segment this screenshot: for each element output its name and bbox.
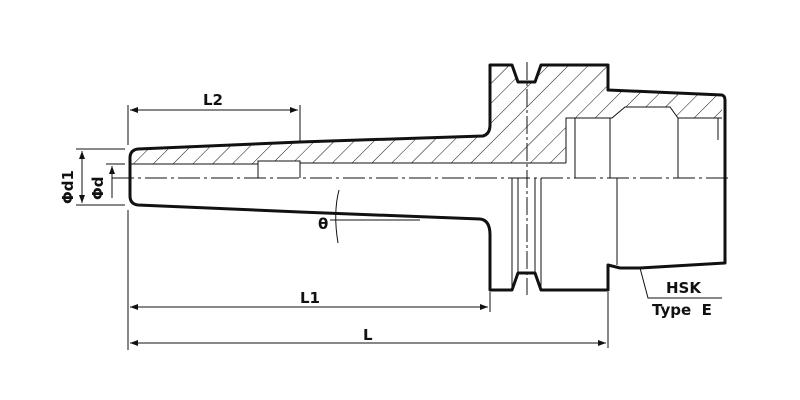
callout-leader <box>639 267 722 299</box>
label-L: L <box>363 326 373 344</box>
callout-type: Type E <box>652 301 712 319</box>
label-phi-d: Φd <box>89 177 107 201</box>
callout-hsk: HSK <box>666 279 702 297</box>
dim-theta-arc <box>335 189 340 244</box>
label-L1: L1 <box>300 289 320 307</box>
bore-line <box>131 160 566 165</box>
label-phi-d1: Φd1 <box>59 170 77 204</box>
label-theta: θ <box>318 215 328 233</box>
section-hatch <box>131 65 722 164</box>
label-L2: L2 <box>203 91 223 109</box>
